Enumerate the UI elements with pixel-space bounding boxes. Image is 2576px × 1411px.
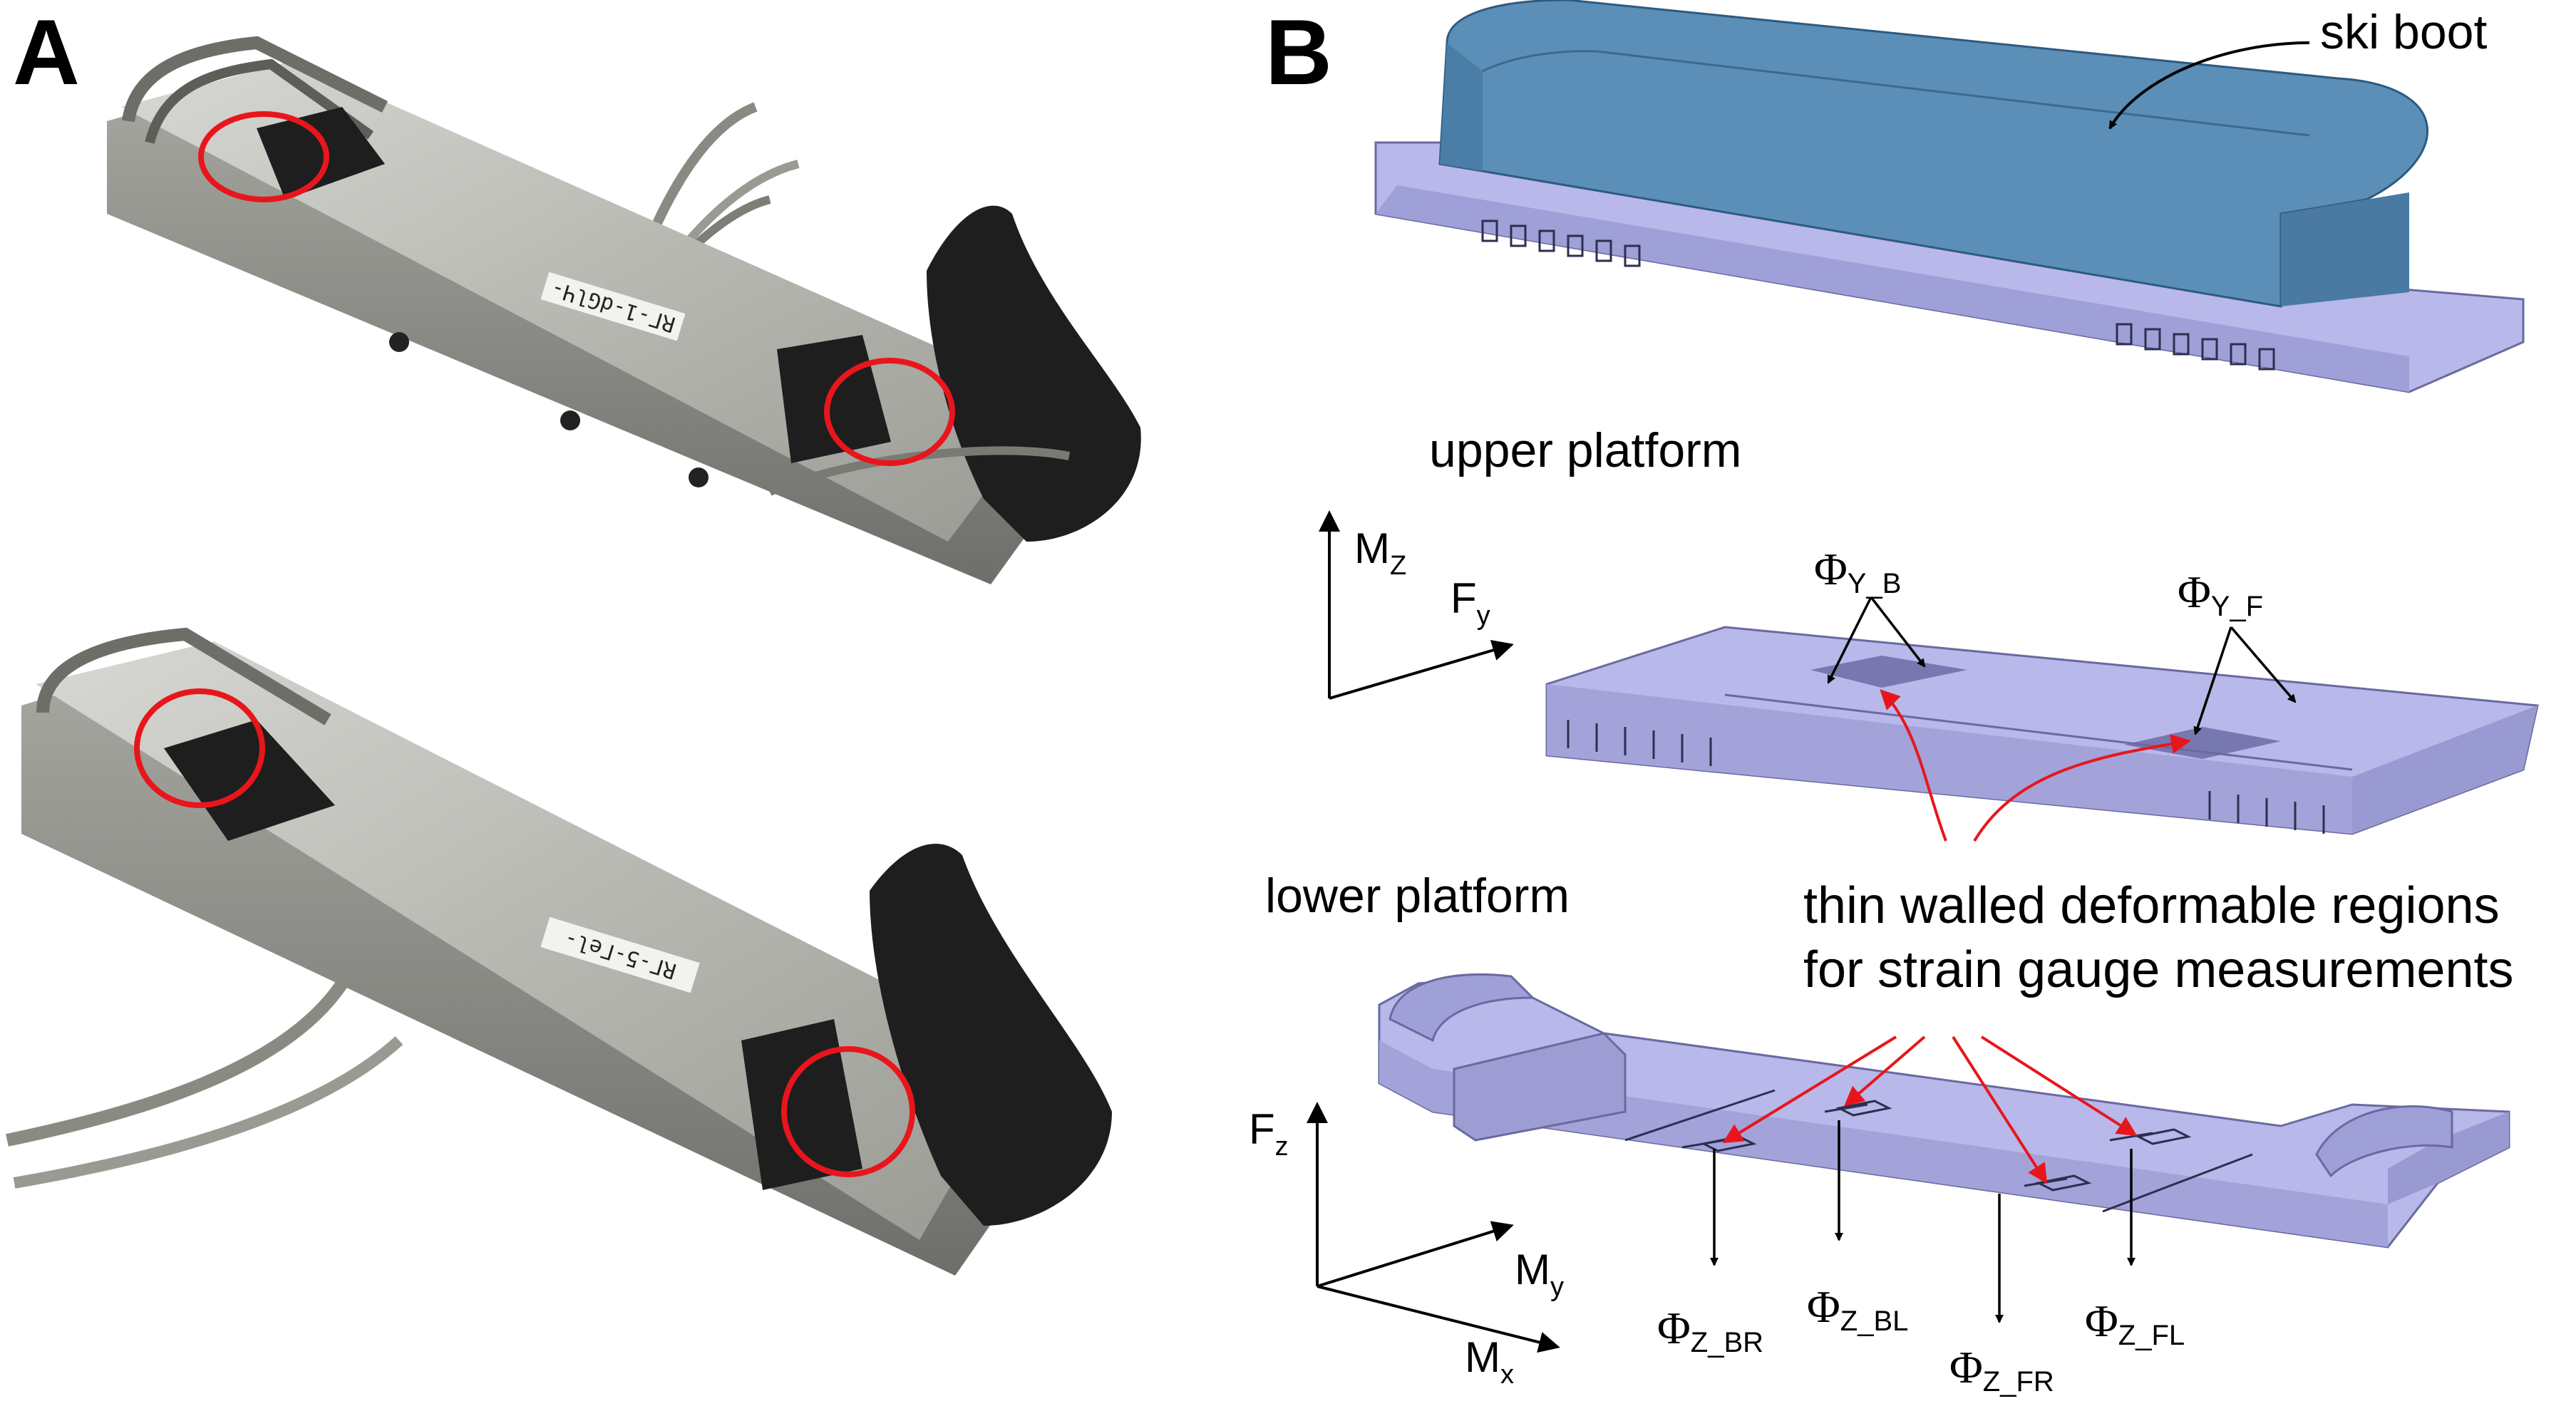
- axis-label-mx: Mx: [1465, 1333, 1514, 1390]
- axes-upper: [1319, 510, 1514, 700]
- label-lower-platform: lower platform: [1265, 869, 1570, 923]
- gauge-label-phi-y-b: ΦY_B: [1814, 544, 1901, 599]
- axis-label-my: My: [1515, 1246, 1564, 1302]
- red-arrow-lower-br: [1722, 1035, 1897, 1144]
- label-ski-boot: ski boot: [2320, 5, 2487, 59]
- photo-bottom-plate: RГ-5-Гel-: [6, 627, 1112, 1276]
- lower-platform: [1378, 973, 2510, 1249]
- axes-lower: [1307, 1102, 1560, 1353]
- upper-platform: [1545, 626, 2539, 835]
- highlight-circle-top-front: [824, 358, 955, 466]
- arrow-y-f-1: [2193, 626, 2232, 735]
- axis-label-fz: Fz: [1249, 1105, 1289, 1162]
- gauge-label-phi-z-br: ΦZ_BR: [1657, 1303, 1763, 1358]
- gauge-label-phi-z-fl: ΦZ_FL: [2085, 1296, 2185, 1351]
- panel-label-a: A: [13, 0, 80, 104]
- red-arrow-lower-bl: [1843, 1035, 1926, 1107]
- red-arrow-upper-front: [1973, 734, 2191, 842]
- axis-label-mz: MZ: [1354, 524, 1406, 581]
- highlight-circle-bottom-back: [134, 688, 265, 808]
- arrow-y-f-2: [2230, 626, 2297, 703]
- photo-top-plate: RГ-1-dGlЧ-: [107, 36, 1141, 584]
- axis-label-fy: Fy: [1451, 574, 1490, 631]
- highlight-circle-bottom-front: [781, 1046, 915, 1177]
- red-arrow-lower-fl: [1980, 1035, 2138, 1137]
- arrow-ski-boot: [2108, 41, 2310, 130]
- red-arrow-upper-back: [1880, 689, 1947, 842]
- red-arrow-lower-fr: [1952, 1035, 2048, 1184]
- label-thin-walled-2: for strain gauge measurements: [1803, 941, 2514, 998]
- gauge-label-phi-z-bl: ΦZ_BL: [1807, 1281, 1908, 1337]
- label-upper-platform: upper platform: [1429, 423, 1741, 477]
- label-thin-walled-1: thin walled deformable regions: [1803, 877, 2500, 934]
- panel-label-b: B: [1265, 0, 1332, 104]
- arrow-y-b-2: [1870, 596, 1926, 668]
- highlight-circle-top-back: [198, 111, 329, 202]
- arrow-y-b-1: [1827, 596, 1872, 684]
- gauge-label-phi-z-fr: ΦZ_FR: [1949, 1342, 2054, 1397]
- gauge-label-phi-y-f: ΦY_F: [2178, 567, 2263, 622]
- ski-boot-assembly: [1374, 0, 2525, 393]
